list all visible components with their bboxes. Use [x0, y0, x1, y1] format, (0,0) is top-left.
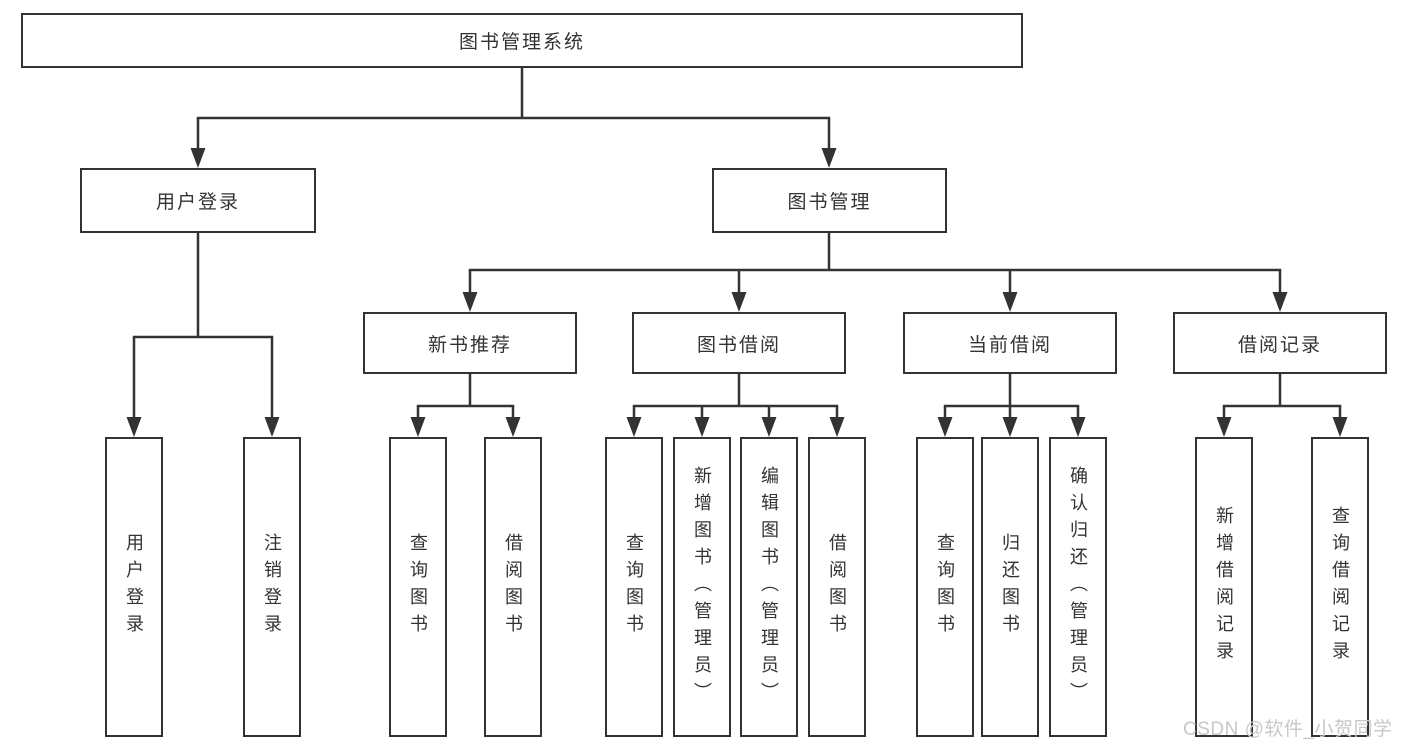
leaf-query-books-borrowing: 查询图书 [605, 437, 663, 737]
node-user-login: 用户登录 [80, 168, 316, 233]
leaf-add-books-admin: 新增图书（管理员） [673, 437, 731, 737]
node-current-borrowing: 当前借阅 [903, 312, 1117, 374]
leaf-borrow-books-recommend: 借阅图书 [484, 437, 542, 737]
leaf-borrow-books-borrowing-label: 借阅图书 [827, 533, 847, 641]
node-book-borrowing-label: 图书借阅 [696, 334, 781, 356]
leaf-query-borrow-record-label: 查询借阅记录 [1330, 506, 1350, 668]
leaf-add-borrow-record: 新增借阅记录 [1195, 437, 1253, 737]
node-new-book-recommend: 新书推荐 [363, 312, 577, 374]
leaf-edit-books-admin: 编辑图书（管理员） [740, 437, 798, 737]
csdn-watermark: CSDN @软件_小贺同学 [1183, 719, 1393, 740]
arrowheads [126, 148, 1348, 437]
node-book-management: 图书管理 [712, 168, 947, 233]
node-root: 图书管理系统 [21, 13, 1023, 68]
leaf-confirm-return-admin: 确认归还（管理员） [1049, 437, 1107, 737]
node-root-label: 图书管理系统 [458, 32, 585, 53]
leaf-confirm-return-admin-label: 确认归还（管理员） [1068, 465, 1088, 709]
leaf-logout: 注销登录 [243, 437, 301, 737]
leaf-query-books-current: 查询图书 [916, 437, 974, 737]
leaf-return-books: 归还图书 [981, 437, 1039, 737]
leaf-borrow-books-recommend-label: 借阅图书 [503, 533, 523, 641]
node-new-book-recommend-label: 新书推荐 [427, 334, 512, 356]
leaf-query-books-recommend: 查询图书 [389, 437, 447, 737]
node-book-management-label: 图书管理 [787, 192, 872, 213]
leaf-logout-label: 注销登录 [262, 533, 282, 641]
leaf-add-borrow-record-label: 新增借阅记录 [1214, 506, 1234, 668]
leaf-return-books-label: 归还图书 [1000, 533, 1020, 641]
node-borrowing-records-label: 借阅记录 [1237, 334, 1322, 356]
leaf-query-borrow-record: 查询借阅记录 [1311, 437, 1369, 737]
node-borrowing-records: 借阅记录 [1173, 312, 1387, 374]
leaf-query-books-current-label: 查询图书 [935, 533, 955, 641]
leaf-user-login-label: 用户登录 [124, 533, 144, 641]
node-user-login-label: 用户登录 [155, 192, 240, 213]
leaf-add-books-admin-label: 新增图书（管理员） [692, 465, 712, 709]
leaf-query-books-borrowing-label: 查询图书 [624, 533, 644, 641]
leaf-user-login: 用户登录 [105, 437, 163, 737]
leaf-borrow-books-borrowing: 借阅图书 [808, 437, 866, 737]
node-book-borrowing: 图书借阅 [632, 312, 846, 374]
leaf-query-books-recommend-label: 查询图书 [408, 533, 428, 641]
node-current-borrowing-label: 当前借阅 [967, 334, 1052, 356]
leaf-edit-books-admin-label: 编辑图书（管理员） [759, 465, 779, 709]
